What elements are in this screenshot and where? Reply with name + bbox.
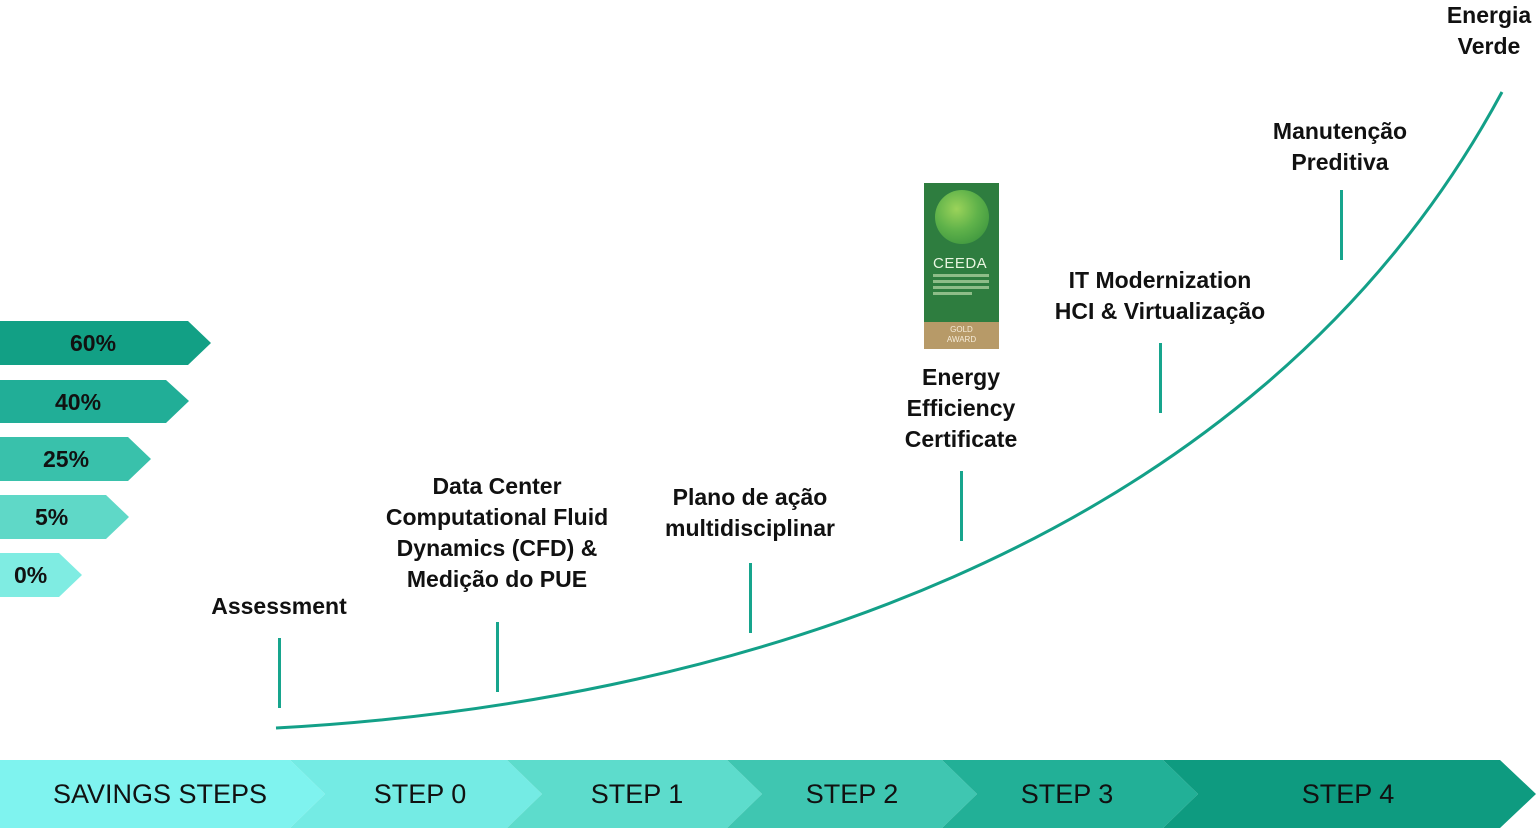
- milestone-line: Assessment: [211, 593, 347, 619]
- milestone-line: Plano de ação: [672, 484, 828, 510]
- step-chevron-savings-steps: [0, 760, 325, 828]
- step-chevron-step-1: [507, 760, 762, 828]
- milestone-line: Efficiency: [906, 395, 1016, 421]
- savings-level-25: 25%: [0, 437, 151, 481]
- growth-curve: [275, 91, 1504, 730]
- step-label-step-2: STEP 2: [805, 779, 899, 809]
- milestone-cfd: Data Center Computational Fluid Dynamics…: [386, 471, 608, 595]
- milestone-line: HCI & Virtualização: [1054, 298, 1266, 324]
- milestone-line: Data Center: [432, 473, 562, 499]
- savings-level-40: 40%: [0, 380, 189, 424]
- savings-level-60: 60%: [0, 321, 211, 365]
- milestone-tick-plano: [749, 563, 752, 633]
- savings-level-label: 5%: [35, 504, 69, 530]
- certificate-award-line: AWARD: [946, 335, 977, 344]
- milestone-tick-assessment: [278, 638, 281, 708]
- step-label-step-1: STEP 1: [590, 779, 684, 809]
- milestone-it-modernization: IT Modernization HCI & Virtualização: [1055, 265, 1265, 327]
- savings-level-label: 40%: [55, 389, 102, 415]
- milestone-line: Energy: [922, 364, 1000, 390]
- milestone-energy-efficiency-certificate: Energy Efficiency Certificate: [905, 362, 1017, 455]
- step-label-step-0: STEP 0: [373, 779, 467, 809]
- milestone-line: Manutenção: [1272, 118, 1408, 144]
- milestone-line: Medição do PUE: [406, 566, 588, 592]
- milestone-line: Energia: [1446, 2, 1532, 28]
- milestone-assessment: Assessment: [211, 591, 347, 622]
- milestone-energia-verde: Energia Verde: [1447, 0, 1531, 62]
- savings-arrow-5: [0, 495, 129, 539]
- savings-arrow-40: [0, 380, 189, 423]
- milestone-tick-certificate: [960, 471, 963, 541]
- certificate-award-band: GOLD AWARD: [924, 322, 999, 349]
- step-label-savings-steps: SAVINGS STEPS: [52, 779, 268, 809]
- savings-level-label: 0%: [14, 562, 48, 588]
- step-chevron-step-2: [727, 760, 977, 828]
- globe-icon: [935, 190, 989, 244]
- milestone-plano-de-acao: Plano de ação multidisciplinar: [665, 482, 835, 544]
- savings-level-label: 60%: [70, 330, 117, 356]
- step-label-step-3: STEP 3: [1020, 779, 1114, 809]
- milestone-line: IT Modernization: [1068, 267, 1252, 293]
- ceeda-certificate-badge: CEEDA GOLD AWARD: [924, 183, 999, 349]
- milestone-tick-manutencao: [1340, 190, 1343, 260]
- milestone-manutencao-preditiva: Manutenção Preditiva: [1273, 116, 1407, 178]
- savings-arrow-0: [0, 553, 82, 597]
- certificate-name: CEEDA: [933, 255, 988, 272]
- step-chevron-step-3: [942, 760, 1198, 828]
- step-chevrons: [0, 760, 1536, 828]
- savings-level-5: 5%: [0, 495, 129, 539]
- milestone-line: Certificate: [904, 426, 1018, 452]
- certificate-fine-print: [933, 274, 989, 298]
- milestone-line: Verde: [1457, 33, 1521, 59]
- savings-level-arrows: [0, 321, 211, 597]
- savings-level-label: 25%: [43, 446, 90, 472]
- savings-level-0: 0%: [0, 553, 82, 597]
- milestone-line: Dynamics (CFD) &: [396, 535, 598, 561]
- certificate-award-line: GOLD: [950, 325, 973, 334]
- milestone-line: Computational Fluid: [385, 504, 609, 530]
- step-chevron-step-4: [1163, 760, 1536, 828]
- milestone-tick-it-modernization: [1159, 343, 1162, 413]
- step-label-step-4: STEP 4: [1301, 779, 1395, 809]
- step-chevron-step-0: [290, 760, 542, 828]
- savings-arrow-60: [0, 321, 211, 365]
- savings-arrow-25: [0, 437, 151, 481]
- milestone-line: Preditiva: [1291, 149, 1389, 175]
- milestone-tick-cfd: [496, 622, 499, 692]
- milestone-line: multidisciplinar: [665, 515, 835, 541]
